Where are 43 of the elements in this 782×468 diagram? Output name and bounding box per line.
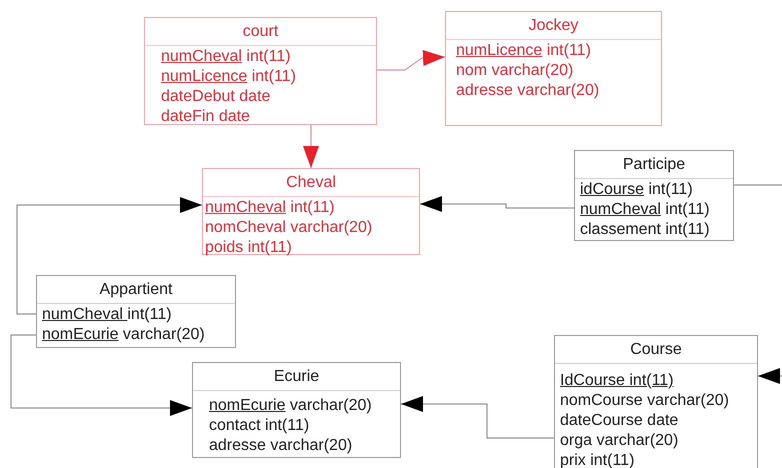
table-name: Appartient [37, 276, 235, 304]
field-row: dateFin date [161, 107, 250, 127]
table-name: Ecurie [193, 363, 400, 391]
field-row: adresse varchar(20) [209, 436, 352, 456]
field-row: classement int(11) [580, 220, 710, 240]
field-row: numCheval int(11) [161, 47, 291, 67]
field-row: nom varchar(20) [456, 61, 574, 81]
field-row: adresse varchar(20) [456, 81, 600, 101]
table-box [144, 17, 377, 125]
table-name: Participe [575, 151, 733, 179]
field-row: prix int(11) [560, 451, 634, 468]
arrow [734, 184, 782, 384]
arrow [10, 334, 192, 416]
field-row: nomEcurie varchar(20) [209, 396, 372, 416]
arrow [400, 396, 554, 438]
field-row: nomEcurie varchar(20) [42, 325, 205, 345]
field-row: numLicence int(11) [161, 67, 296, 87]
table-box [445, 11, 662, 126]
field-row: dateCourse date [560, 411, 678, 431]
field-row: numCheval int(11) [580, 200, 710, 220]
field-row: numCheval int(11) [42, 305, 172, 325]
table-name: court [145, 18, 376, 46]
table-name: Jockey [446, 12, 661, 40]
table-box [202, 168, 420, 255]
field-row: nomCheval varchar(20) [205, 218, 372, 238]
arrow [376, 50, 446, 70]
field-row: poids int(11) [205, 238, 292, 258]
field-row: numCheval int(11) [205, 198, 335, 218]
field-row: numLicence int(11) [456, 41, 591, 61]
table-box [36, 275, 236, 348]
field-row: orga varchar(20) [560, 431, 678, 451]
field-row: contact int(11) [209, 416, 310, 436]
field-row: IdCourse int(11) [560, 371, 674, 391]
table-box [192, 362, 401, 458]
field-row: nomCourse varchar(20) [560, 391, 729, 411]
table-name: Cheval [203, 169, 419, 197]
table-box [554, 335, 758, 468]
table-box [574, 150, 734, 241]
field-row: dateDebut date [161, 87, 270, 107]
field-row: idCourse int(11) [580, 180, 693, 200]
table-name: Course [555, 336, 757, 364]
arrow [420, 196, 574, 212]
arrow [16, 197, 202, 314]
